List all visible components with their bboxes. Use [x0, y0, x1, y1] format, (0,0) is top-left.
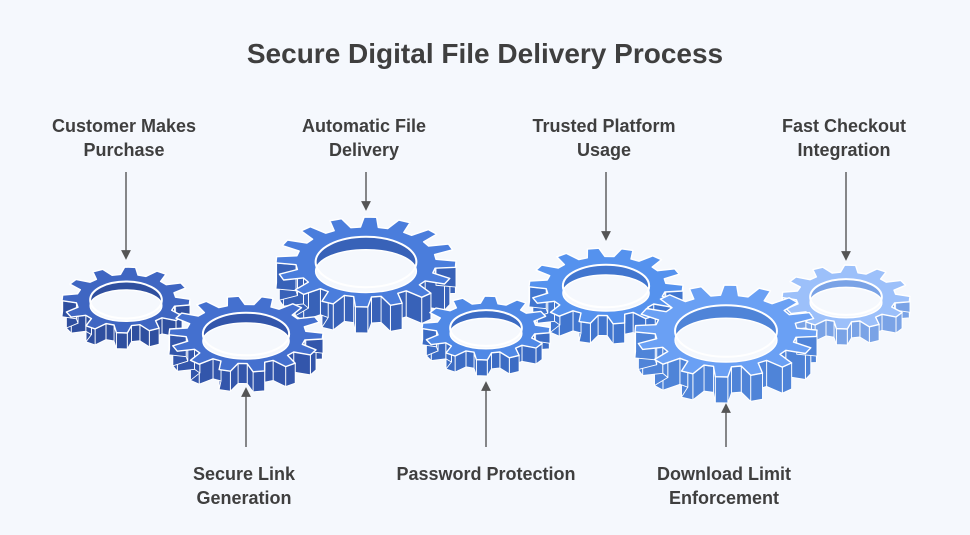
gear-secure-link-generation — [168, 295, 324, 393]
gear-download-limit-enforcement — [634, 284, 818, 404]
gears-group — [61, 216, 911, 404]
diagram-title: Secure Digital File Delivery Process — [246, 38, 724, 69]
gear-password-protection — [421, 295, 551, 377]
gear-automatic-file-delivery — [275, 216, 457, 334]
label-password-protection: Password Protection — [396, 464, 576, 484]
connector-lines — [121, 172, 851, 447]
